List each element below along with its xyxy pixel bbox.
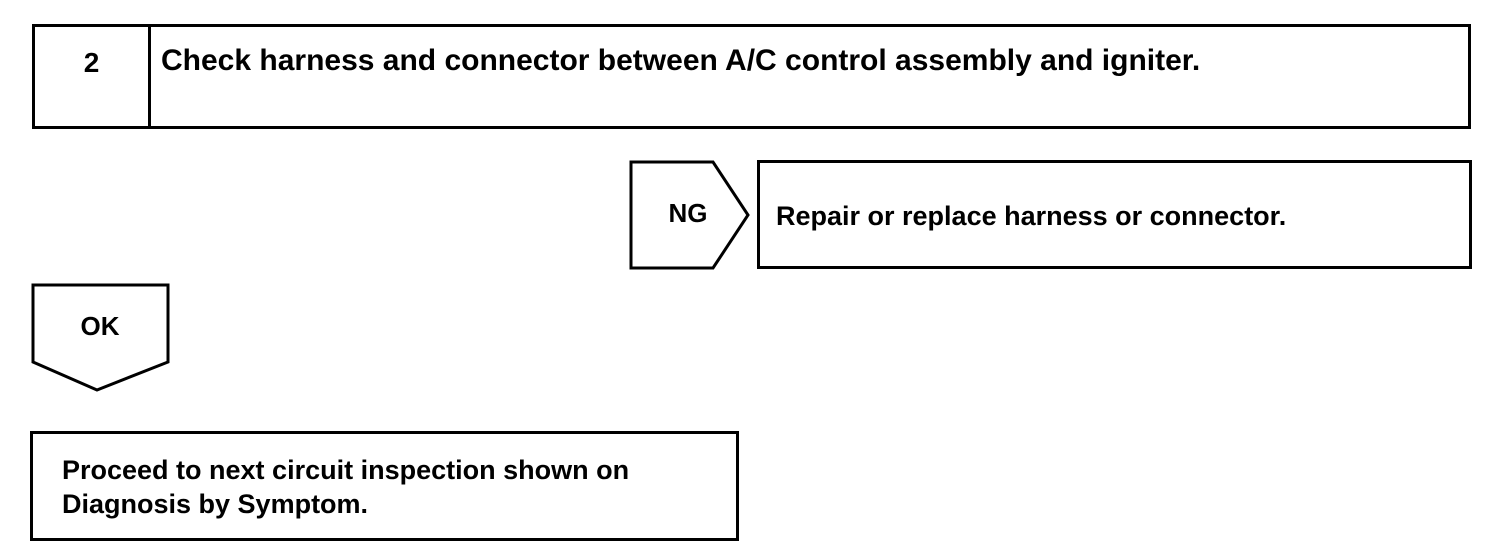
- ok-action-text: Proceed to next circuit inspection shown…: [62, 453, 629, 521]
- ng-label: NG: [668, 198, 708, 228]
- step-number: 2: [83, 47, 100, 78]
- step-box: 2 Check harness and connector between A/…: [32, 24, 1471, 129]
- ng-action-box: Repair or replace harness or connector.: [757, 160, 1472, 269]
- ok-action-line-1: Proceed to next circuit inspection shown…: [62, 455, 630, 485]
- step-title: Check harness and connector between A/C …: [161, 44, 1201, 77]
- ok-action-box: Proceed to next circuit inspection shown…: [30, 431, 739, 541]
- ok-arrow-shape: [31, 283, 170, 392]
- ok-label: OK: [80, 311, 120, 341]
- ng-action-text: Repair or replace harness or connector.: [776, 201, 1287, 231]
- step-number-cell: 2: [35, 27, 151, 126]
- ng-arrow-shape: [629, 160, 750, 270]
- ok-action-line-2: Diagnosis by Symptom.: [62, 489, 369, 519]
